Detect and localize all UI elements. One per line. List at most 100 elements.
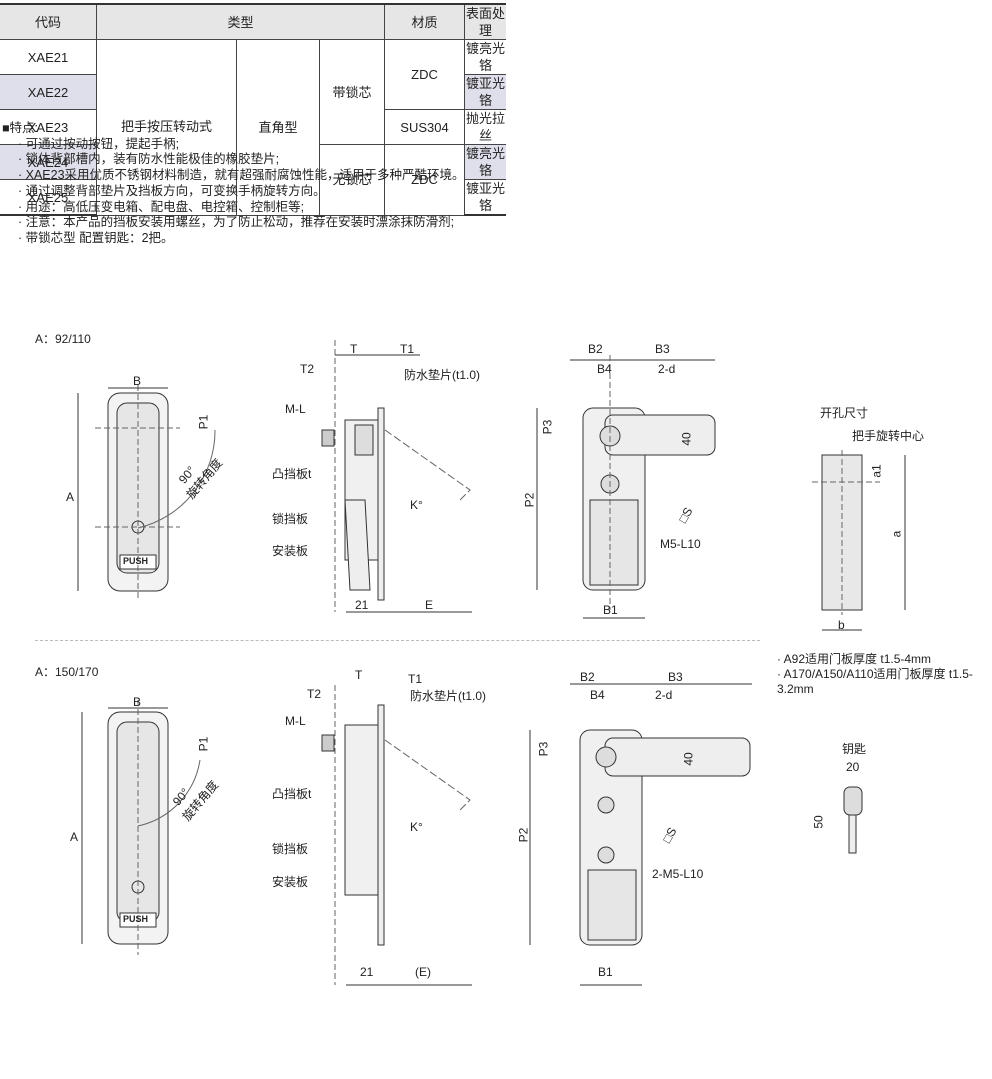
variant-label: A：150/170 <box>35 665 99 679</box>
push-button-label: PUSH <box>123 914 149 924</box>
features-list: ■特点: · 可通过按动按钮，提起手柄; · 锁体背部槽内，装有防水性能极佳的橡… <box>2 121 465 247</box>
dim-40: 40 <box>681 752 696 766</box>
feature-item: · 锁体背部槽内，装有防水性能极佳的橡胶垫片; <box>18 152 280 167</box>
table-row: XAE22 镀亚光铬 <box>0 74 506 110</box>
feature-item: · 带锁芯型 配置钥匙：2把。 <box>18 230 174 245</box>
dim-T: T <box>355 668 363 682</box>
rear-view-top <box>536 355 716 619</box>
type-main-cell: 把手按压转动式 <box>96 39 237 216</box>
screw-label: M-L <box>285 714 306 728</box>
mount-plate-label: 安装板 <box>272 544 309 558</box>
code-cell: XAE23 <box>0 109 97 145</box>
header-code: 代码 <box>0 3 97 40</box>
dim-B3: B3 <box>655 342 670 356</box>
dim-P2: P2 <box>516 827 531 843</box>
push-button-label: PUSH <box>123 556 149 566</box>
dim-21: 21 <box>355 598 369 612</box>
feature-item: · XAE23采用优质不锈钢材料制造，就有超强耐腐蚀性能，适用于多种严酷环境。 <box>18 168 465 183</box>
feature-item: · 注意：本产品的挡板安装用螺丝，为了防止松动，推荐在安装时漂涂抹防滑剂; <box>18 215 455 230</box>
dim-B3: B3 <box>668 670 683 684</box>
dim-T2: T2 <box>307 687 322 701</box>
feature-item: · 可通过按动按钮，提起手柄; <box>18 136 180 151</box>
surface-cell: 抛光拉丝 <box>464 109 506 145</box>
dim-P3: P3 <box>536 741 551 757</box>
table-row: XAE25 镀亚光铬 <box>0 179 506 216</box>
angle-K: K° <box>410 820 423 834</box>
gasket-label: 防水垫片(t1.0) <box>404 368 481 382</box>
door-thickness-notes: · A92适用门板厚度 t1.5-4mm · A170/A150/A110适用门… <box>777 652 977 697</box>
dim-T1: T1 <box>408 672 423 686</box>
code-cell: XAE25 <box>0 179 97 216</box>
dim-21: 21 <box>360 965 374 979</box>
note-item: · A92适用门板厚度 t1.5-4mm <box>777 652 932 666</box>
gasket-label: 防水垫片(t1.0) <box>410 689 487 703</box>
dim-B2: B2 <box>580 670 595 684</box>
screw-M5-label: 2-M5-L10 <box>652 867 704 881</box>
key-width: 20 <box>846 760 860 774</box>
dim-B1: B1 <box>598 965 613 979</box>
lock-plate-label: 锁挡板 <box>272 512 309 526</box>
dim-B4: B4 <box>597 362 612 376</box>
dim-40: 40 <box>679 432 694 446</box>
lock-plate-label: 锁挡板 <box>272 842 309 856</box>
surface-cell: 镀亚光铬 <box>464 179 506 216</box>
code-cell: XAE24 <box>0 144 97 180</box>
cutout-view <box>812 450 906 631</box>
dim-B2: B2 <box>588 342 603 356</box>
dim-P1: P1 <box>196 736 211 752</box>
table-row: XAE21 把手按压转动式 直角型 带锁芯 ZDC 镀亮光铬 <box>0 39 506 216</box>
feature-item: · 用途：高低压变电箱、配电盘、电控箱、控制柜等; <box>18 199 305 214</box>
side-view-top <box>321 340 472 613</box>
screw-label: M-L <box>285 402 306 416</box>
screw-M5-label: M5-L10 <box>660 537 701 551</box>
code-cell: XAE22 <box>0 74 97 110</box>
angle-K: K° <box>410 498 423 512</box>
surface-cell: 镀亮光铬 <box>464 144 506 180</box>
features-title: ■特点: <box>2 121 39 135</box>
dim-A: A <box>70 830 79 844</box>
dim-P3: P3 <box>540 419 555 435</box>
dim-b: b <box>838 618 845 632</box>
dim-T2: T2 <box>300 362 315 376</box>
dim-T: T <box>350 342 358 356</box>
material-cell: ZDC <box>384 39 465 110</box>
header-material: 材质 <box>384 3 465 40</box>
lock-without-cell: 无锁芯 <box>319 144 385 216</box>
dim-B: B <box>133 695 142 709</box>
surface-cell: 镀亮光铬 <box>464 39 506 75</box>
dim-a: a <box>889 530 904 538</box>
material-cell: ZDC <box>384 144 465 216</box>
section-divider <box>35 640 760 641</box>
dim-2d: 2-d <box>658 362 676 376</box>
type-shape-cell: 直角型 <box>236 39 320 216</box>
convex-plate-label: 凸挡板t <box>272 787 312 801</box>
key-height: 50 <box>811 815 826 829</box>
front-view-top <box>77 385 216 600</box>
dim-E: (E) <box>415 965 431 979</box>
variant-label: A：92/110 <box>35 332 91 346</box>
cutout-title: 开孔尺寸 <box>820 406 869 420</box>
feature-item: · 通过调整背部垫片及挡板方向，可变换手柄旋转方向。 <box>18 183 326 198</box>
dim-a1: a1 <box>869 464 884 478</box>
convex-plate-label: 凸挡板t <box>272 467 312 481</box>
dim-2d: 2-d <box>655 688 673 702</box>
front-view-bottom <box>81 700 201 955</box>
key-title: 钥匙 <box>842 742 867 756</box>
note-item: · A170/A150/A110适用门板厚度 t1.5-3.2mm <box>777 667 973 696</box>
dim-P2: P2 <box>522 492 537 508</box>
key-drawing <box>843 786 863 854</box>
dim-B1: B1 <box>603 603 618 617</box>
dim-B: B <box>133 374 142 388</box>
lock-with-cell: 带锁芯 <box>319 39 385 145</box>
dim-P1: P1 <box>196 414 211 430</box>
material-cell: SUS304 <box>384 109 465 145</box>
side-view-bottom <box>321 685 472 986</box>
surface-cell: 镀亚光铬 <box>464 74 506 110</box>
rotation-center-label: 把手旋转中心 <box>852 429 925 443</box>
mount-plate-label: 安装板 <box>272 875 309 889</box>
dim-T1: T1 <box>400 342 415 356</box>
